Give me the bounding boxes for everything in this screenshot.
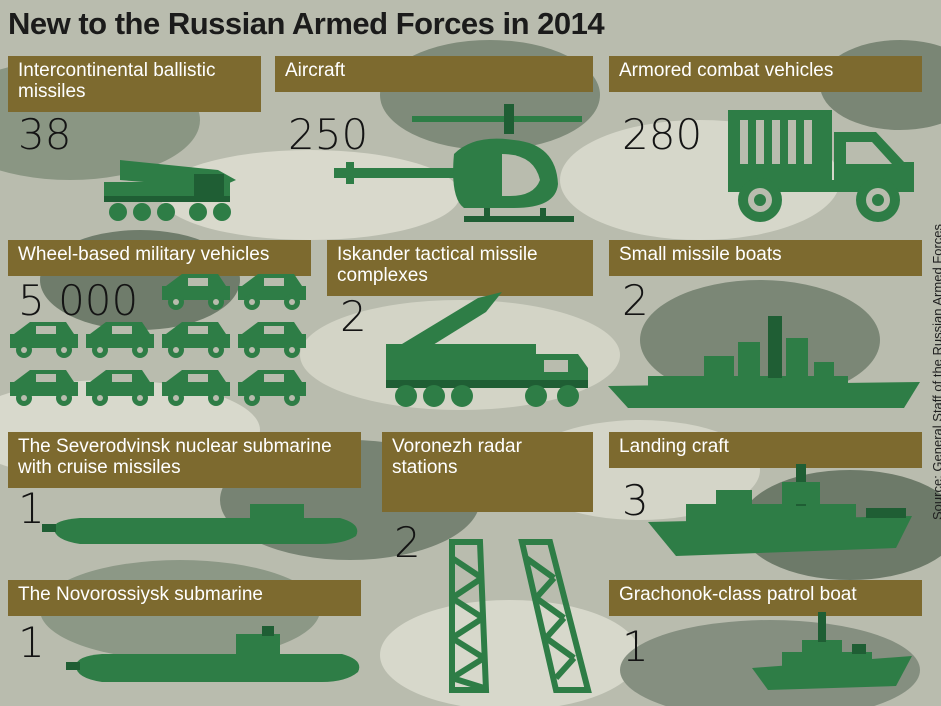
source-note: Source: General Staff of the Russian Arm… <box>930 223 941 520</box>
count-missile-boats: 2 <box>622 276 649 325</box>
radar-tower-icon <box>449 539 592 693</box>
count-novorossiysk: 1 <box>18 618 45 667</box>
label-iskander: Iskander tactical missile complexes <box>327 240 593 296</box>
submarine-icon <box>66 626 360 682</box>
label-icbm: Intercontinental ballistic missiles <box>8 56 261 112</box>
count-aircraft: 250 <box>288 110 369 159</box>
label-grachonok: Grachonok-class patrol boat <box>609 580 922 616</box>
count-voronezh: 2 <box>394 518 421 567</box>
label-landing-craft: Landing craft <box>609 432 922 468</box>
label-severodvinsk: The Severodvinsk nuclear submarine with … <box>8 432 361 488</box>
iskander-launcher-icon <box>386 292 588 407</box>
military-jeep-icon <box>10 274 306 406</box>
page-title: New to the Russian Armed Forces in 2014 <box>8 6 605 41</box>
count-severodvinsk: 1 <box>18 484 45 533</box>
label-voronezh: Voronezh radar stations <box>382 432 593 512</box>
count-iskander: 2 <box>340 292 367 341</box>
label-missile-boats: Small missile boats <box>609 240 922 276</box>
label-armored: Armored combat vehicles <box>609 56 922 92</box>
count-armored: 280 <box>622 110 703 159</box>
patrol-boat-icon <box>752 612 912 690</box>
label-novorossiysk: The Novorossiysk submarine <box>8 580 361 616</box>
missile-launcher-truck-icon <box>104 160 236 221</box>
landing-craft-icon <box>648 464 912 556</box>
armored-truck-icon <box>728 110 914 222</box>
count-wheeled: 5 000 <box>18 276 139 325</box>
helicopter-icon <box>334 104 582 222</box>
label-wheeled: Wheel-based military vehicles <box>8 240 311 276</box>
count-grachonok: 1 <box>622 622 649 671</box>
missile-boat-icon <box>608 316 920 408</box>
nuclear-submarine-icon <box>42 504 358 544</box>
count-landing-craft: 3 <box>622 476 649 525</box>
label-aircraft: Aircraft <box>275 56 593 92</box>
count-icbm: 38 <box>18 110 72 159</box>
